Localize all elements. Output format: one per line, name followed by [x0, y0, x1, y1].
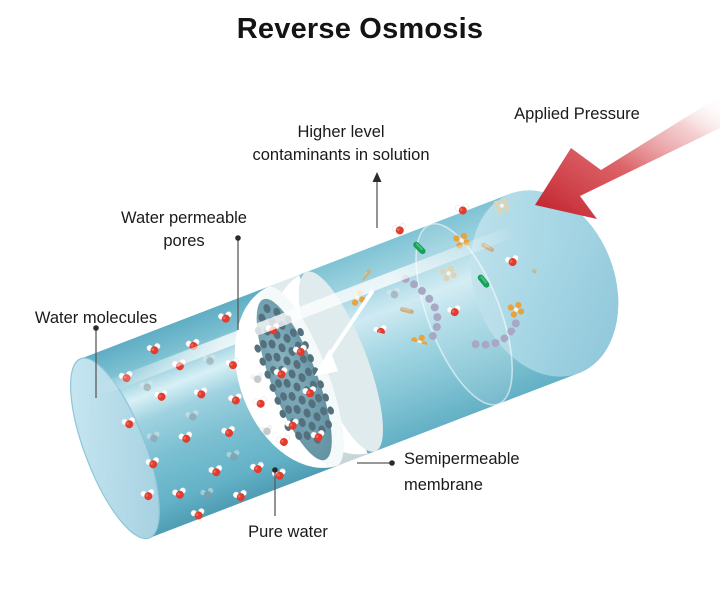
label-membrane-line2: membrane — [404, 476, 483, 494]
label-pure-water: Pure water — [248, 523, 328, 541]
label-membrane-line1: Semipermeable — [404, 450, 520, 468]
label-pores-line2: pores — [163, 232, 204, 250]
label-contaminants-line1: Higher level — [297, 123, 384, 141]
contaminant-particles — [329, 196, 567, 400]
page-title: Reverse Osmosis — [237, 13, 483, 45]
label-water-molecules: Water molecules — [35, 309, 157, 327]
water-flow-arrow — [314, 289, 374, 377]
label-applied-pressure: Applied Pressure — [514, 105, 640, 123]
cylinder-assembly — [70, 190, 619, 540]
applied-pressure-arrow — [535, 96, 720, 219]
label-contaminants-line2: contaminants in solution — [252, 146, 429, 164]
leader-lines — [93, 172, 395, 516]
bead-chain — [401, 274, 442, 340]
bead-chain — [471, 319, 520, 349]
left-end-cap — [70, 357, 160, 540]
specular-highlight — [96, 225, 518, 395]
label-pores-line1: Water permeable — [121, 209, 247, 227]
